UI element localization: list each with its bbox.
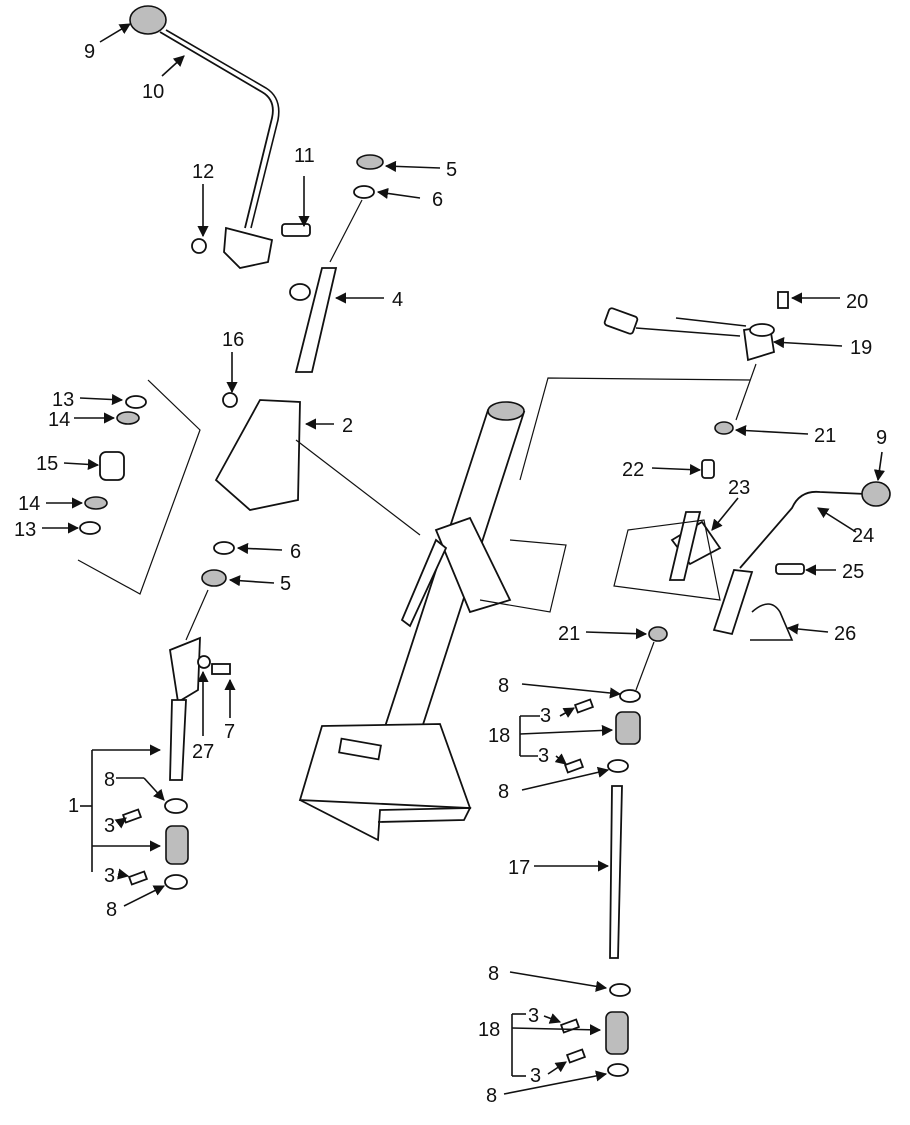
label-7: 7: [224, 721, 235, 743]
nut-12: [191, 238, 207, 254]
label-22: 22: [622, 459, 644, 481]
left-shift-lever: [129, 5, 311, 269]
label-3-right-c: 3: [528, 1005, 539, 1027]
label-27: 27: [192, 741, 214, 763]
switch-19: [603, 307, 776, 362]
label-24: 24: [852, 525, 874, 547]
label-9-right: 9: [876, 427, 887, 449]
bracket-2: [214, 399, 301, 511]
label-3-right-d: 3: [530, 1065, 541, 1087]
lever-24-assembly: [668, 481, 891, 641]
label-21-lower: 21: [558, 623, 580, 645]
label-9-left: 9: [84, 41, 95, 63]
knob-9-left: [129, 5, 167, 35]
spring-15: [99, 451, 125, 481]
label-8-left-a: 8: [104, 769, 115, 791]
bolt-7: [211, 663, 231, 675]
label-3-left-b: 3: [104, 865, 115, 887]
label-3-right-b: 3: [538, 745, 549, 767]
label-5-top: 5: [446, 159, 457, 181]
clip-6-top: [353, 185, 375, 199]
label-21-upper: 21: [814, 425, 836, 447]
u-joint-18-upper: [615, 711, 641, 745]
label-12: 12: [192, 161, 214, 183]
u-joint-18-lower: [605, 1011, 629, 1055]
column-base: [298, 723, 472, 809]
bushing-5-top: [356, 154, 384, 170]
u-joint-1: [121, 636, 231, 890]
label-4: 4: [392, 289, 403, 311]
lever-bracket: [223, 226, 274, 269]
clip-6-lower: [213, 541, 235, 555]
label-8-right-a: 8: [498, 675, 509, 697]
label-5-lower: 5: [280, 573, 291, 595]
clip-8-right-b: [607, 759, 629, 773]
label-18-lower: 18: [478, 1019, 500, 1041]
shaft-17: [609, 785, 623, 959]
label-15: 15: [36, 453, 58, 475]
label-16: 16: [222, 329, 244, 351]
washer-14-upper: [116, 411, 140, 425]
washer-14-lower: [84, 496, 108, 510]
label-2: 2: [342, 415, 353, 437]
bushing-21-upper: [714, 421, 734, 435]
clip-8-right-d: [607, 1063, 629, 1077]
label-10: 10: [142, 81, 164, 103]
bolt-16: [222, 392, 238, 408]
label-17: 17: [508, 857, 530, 879]
label-14-lower: 14: [18, 493, 40, 515]
label-3-left-a: 3: [104, 815, 115, 837]
pin-22: [701, 459, 715, 479]
label-23: 23: [728, 477, 750, 499]
label-19: 19: [850, 337, 872, 359]
knob-9-right: [861, 481, 891, 507]
cover-26: [750, 603, 794, 641]
bushing-21-lower: [648, 626, 668, 642]
nut-27: [197, 655, 211, 669]
clip-8-right-c: [609, 983, 631, 997]
label-18-upper: 18: [488, 725, 510, 747]
label-20: 20: [846, 291, 868, 313]
leader-lines: [42, 23, 885, 1095]
clip-13-lower: [79, 521, 101, 535]
bolt-11: [281, 223, 311, 237]
label-26: 26: [834, 623, 856, 645]
label-8-right-c: 8: [488, 963, 499, 985]
bushing-5-lower: [201, 569, 227, 587]
bolt-25: [775, 563, 805, 575]
fitting-20: [777, 291, 789, 309]
clip-8-right-a: [619, 689, 641, 703]
label-13-lower: 13: [14, 519, 36, 541]
label-8-left-b: 8: [106, 899, 117, 921]
label-1: 1: [68, 795, 79, 817]
steering-column: [298, 401, 526, 842]
label-14-upper: 14: [48, 409, 70, 431]
label-25: 25: [842, 561, 864, 583]
lever-rod-10: [159, 31, 274, 229]
label-8-right-d: 8: [486, 1085, 497, 1107]
label-6-top: 6: [432, 189, 443, 211]
shaft-4: [289, 267, 338, 373]
callout-labels: 9 10 11 12 5 6 4 16 2 13 14 15 14 13 6 5…: [14, 41, 887, 1107]
label-3-right-a: 3: [540, 705, 551, 727]
clip-13-upper: [125, 395, 147, 409]
label-13-upper: 13: [52, 389, 74, 411]
label-8-right-b: 8: [498, 781, 509, 803]
label-11: 11: [294, 145, 315, 167]
label-6-lower: 6: [290, 541, 301, 563]
